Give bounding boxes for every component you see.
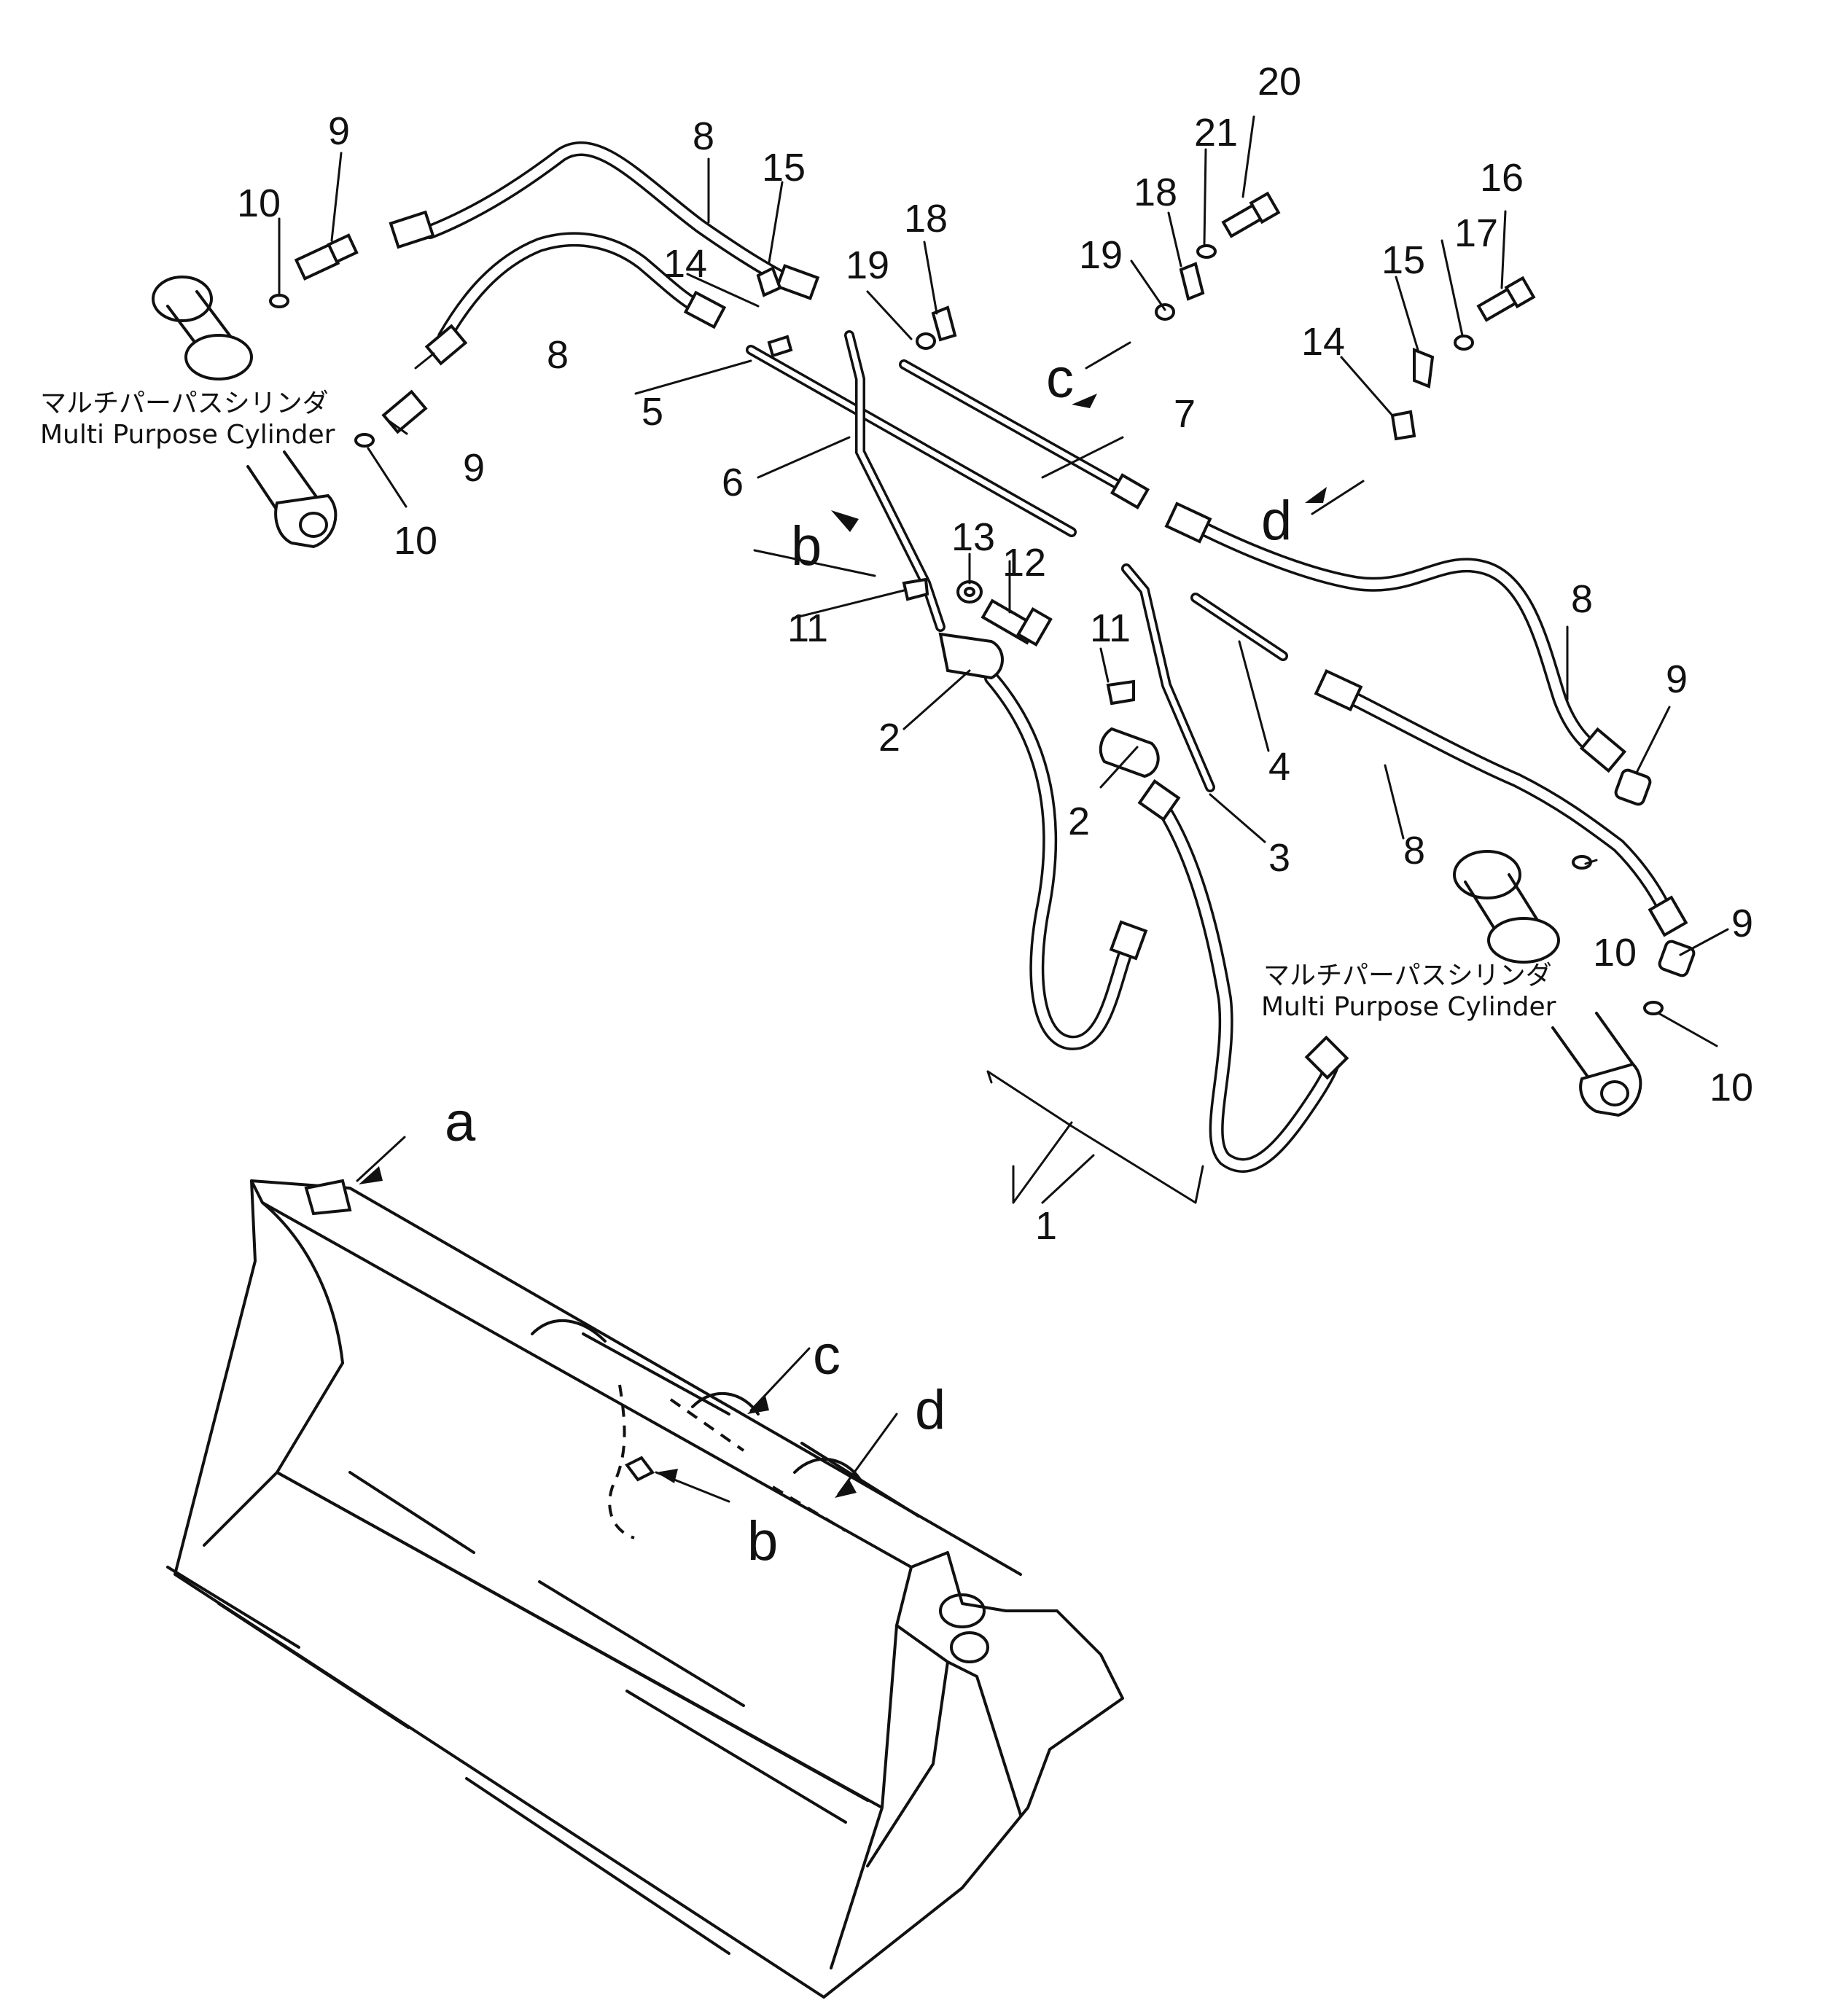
- callout-label: 6: [722, 461, 744, 504]
- callout-label: 9: [328, 109, 350, 153]
- cylinder-label-en: Multi Purpose Cylinder: [1261, 992, 1556, 1022]
- elbow-fitting-9-right-lower: [1658, 940, 1696, 977]
- tube-5: [746, 345, 1077, 537]
- callout-label: 1: [1035, 1204, 1057, 1248]
- callout-label: 2: [878, 716, 900, 760]
- callout-label: 9: [1731, 902, 1753, 945]
- clip-18-19-20-21-right: [1155, 191, 1281, 321]
- callout-label: 18: [904, 197, 948, 241]
- washer-13: [956, 580, 983, 604]
- cylinder-caption-left: マルチパーパスシリンダ Multi Purpose Cylinder: [40, 389, 335, 450]
- callout-label: 10: [1709, 1066, 1753, 1109]
- callout-label: 9: [1666, 657, 1688, 701]
- callout-label: 4: [1268, 745, 1290, 789]
- elbow-fitting-9-upper-left: [294, 233, 359, 281]
- callout-label: 15: [762, 146, 806, 190]
- tube-3: [1121, 563, 1215, 792]
- bolt-12: [980, 598, 1053, 647]
- multi-purpose-cylinder-right: [1453, 850, 1642, 1117]
- view-ref-label: d: [1261, 490, 1292, 552]
- callout-label: 14: [1301, 320, 1345, 364]
- tube-6: [844, 330, 946, 632]
- callout-label: 20: [1258, 60, 1301, 104]
- leader-lines: [278, 115, 1729, 1503]
- hose-long-right: [1137, 778, 1349, 1173]
- callout-label: 11: [1090, 606, 1131, 650]
- callout-label: 12: [1002, 541, 1046, 585]
- view-reference-labels: a b b c c d d: [445, 348, 1292, 1572]
- tube-7: [899, 359, 1150, 509]
- hose-assembly-left-upper: [389, 141, 820, 300]
- callout-label: 19: [846, 243, 889, 287]
- clamps-11: [902, 577, 1135, 706]
- callout-label: 8: [693, 114, 714, 158]
- callout-label: 19: [1079, 233, 1123, 277]
- bucket: [166, 1179, 1124, 1999]
- view-ref-label: c: [1046, 348, 1074, 410]
- hose-assembly-right-upper: [1164, 501, 1627, 773]
- view-ref-label: b: [791, 515, 822, 577]
- cylinder-label-jp: マルチパーパスシリンダ: [1263, 961, 1552, 991]
- callout-label: 14: [663, 242, 707, 286]
- view-ref-label: a: [445, 1091, 476, 1153]
- view-ref-label: b: [747, 1510, 778, 1572]
- callout-label: 5: [642, 390, 663, 434]
- callout-label: 8: [547, 333, 569, 377]
- callout-label: 10: [1593, 931, 1637, 975]
- hose-assembly-left-lower: [424, 232, 727, 366]
- callout-label: 17: [1454, 211, 1498, 255]
- cylinder-label-en: Multi Purpose Cylinder: [40, 420, 335, 450]
- callout-label: 10: [237, 181, 281, 225]
- elbow-fitting-9-right-upper: [1614, 768, 1652, 806]
- callout-label: 10: [394, 519, 437, 563]
- callout-label: 7: [1174, 392, 1196, 436]
- swivel-joint-2-left: [938, 632, 1004, 680]
- cylinder-label-jp: マルチパーパスシリンダ: [40, 389, 329, 418]
- callout-label: 9: [463, 446, 485, 490]
- view-ref-label: d: [915, 1379, 946, 1441]
- clip-14-15-16-17-far-right: [1390, 276, 1536, 441]
- callout-label: 21: [1194, 111, 1238, 155]
- callout-label: 13: [951, 515, 995, 559]
- clip-18-19-left: [916, 305, 957, 350]
- clip-14-and-15-left: [756, 266, 793, 358]
- hose-assembly-right-lower: [1314, 668, 1688, 937]
- callout-label: 11: [787, 606, 828, 650]
- view-arrows: [359, 394, 1327, 1498]
- tube-4: [1190, 593, 1288, 661]
- callout-label: 18: [1134, 171, 1177, 214]
- elbow-fitting-9-lower-left: [381, 389, 428, 434]
- multi-purpose-cylinder-left: [152, 276, 338, 549]
- callout-label: 2: [1068, 800, 1090, 843]
- callout-label: 16: [1480, 156, 1524, 200]
- o-rings-10: [269, 294, 1664, 1015]
- hose-long-left: [984, 671, 1148, 1050]
- callout-label: 3: [1268, 836, 1290, 880]
- callout-label: 8: [1403, 829, 1425, 872]
- callout-label: 15: [1381, 238, 1425, 282]
- callout-labels: 20 21 16 18 18 19 19 15 17 14 15 14 8 8 …: [237, 60, 1753, 1248]
- callout-label: 8: [1571, 577, 1593, 621]
- view-ref-label: c: [813, 1324, 841, 1386]
- swivel-joint-2-right: [1099, 727, 1160, 778]
- cylinder-caption-right: マルチパーパスシリンダ Multi Purpose Cylinder: [1261, 961, 1556, 1022]
